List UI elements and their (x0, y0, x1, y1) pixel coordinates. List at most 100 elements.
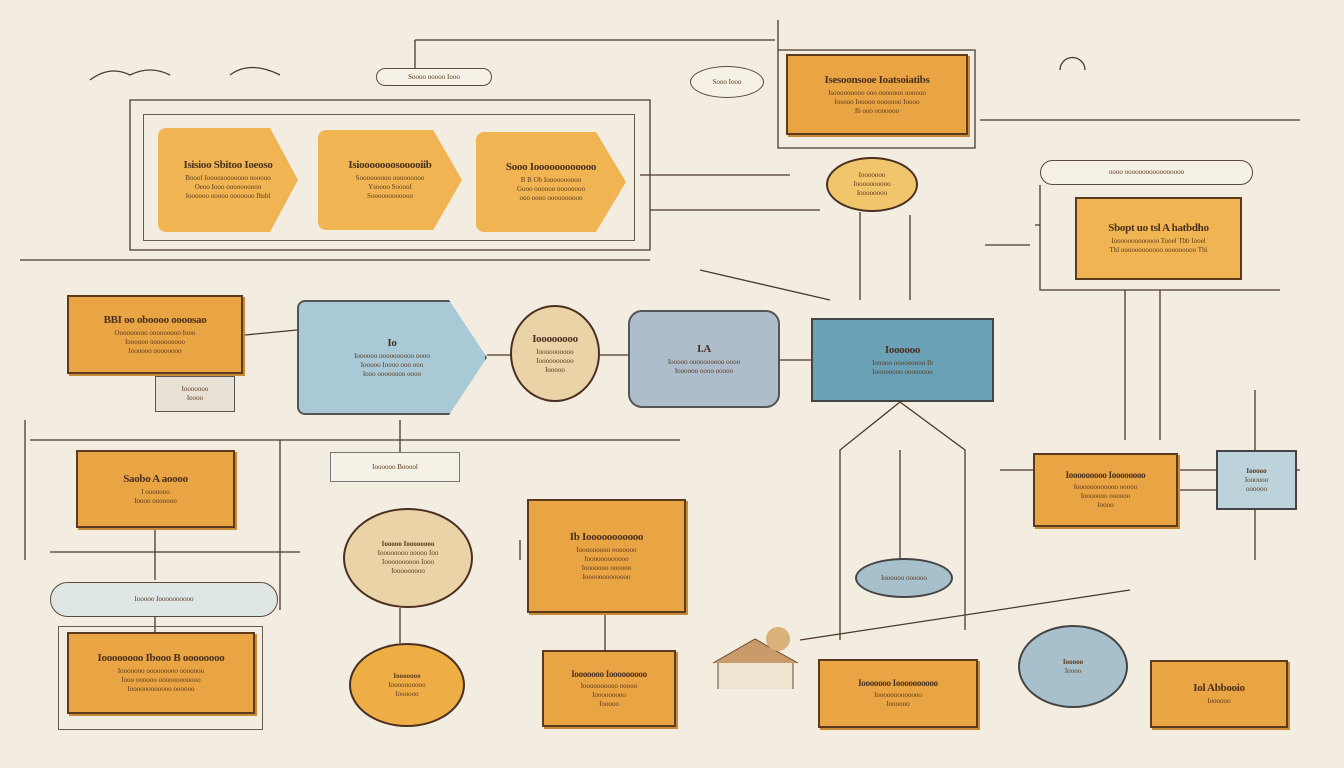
step-line: Gooo oooooo oooooooo (516, 185, 586, 193)
left-pill[interactable]: Iooooo Ioooooooooo (50, 582, 278, 617)
node-line: Ioooo (1064, 666, 1082, 675)
box-line: Ioooooooooooo oooooo (127, 685, 195, 693)
box-line: Iooooooooooooo (582, 572, 631, 581)
node-line: Ioooooo oooo ooooo (674, 366, 734, 375)
bottom-left-frame (58, 626, 263, 730)
box-title: BBI oo oboooo oooosao (103, 313, 207, 326)
box-line: Ioooo (1097, 501, 1114, 509)
node-line: Iooooo Ioooo ooo ooo (360, 360, 424, 369)
gray-node[interactable]: I.A Iooooo oooooooooo oooo Ioooooo oooo … (628, 310, 780, 408)
bottom-left-box[interactable]: Ioooooooo Ibooo B oooooooo Iooooooo oooo… (67, 632, 255, 714)
box-line: Iooooooooo (592, 690, 626, 699)
teal-node[interactable]: Ioooooo Iooooo ooooooooo Ib Ioooooooo oo… (811, 318, 994, 402)
box-line: Iooooooooooooo (874, 691, 922, 699)
top-pill[interactable]: Soooo ooooo Iooo (376, 68, 492, 86)
box-line: Ioooooo (1207, 697, 1231, 705)
oval-title: Iooooooo (858, 171, 886, 179)
node-line: Iooooo (545, 365, 565, 374)
node-title: Iooooo (1062, 657, 1084, 666)
left-small-box[interactable]: Iooooooo Ioooo (155, 376, 235, 412)
bottom-box-2[interactable]: Iooooooo Iooooooooo Ioooooooooo ooooo Io… (542, 650, 676, 727)
box-line: Iooooooo oooooo (1080, 492, 1131, 500)
step-line: Soooooooooooo (367, 192, 413, 200)
box-title: Ib Iooooooooooo (569, 530, 644, 543)
bottom-right-box[interactable]: Iol Abbooio Ioooooo (1150, 660, 1288, 728)
step-line: ooo oooo oooooooooo (519, 194, 583, 202)
node-title: Io (387, 336, 397, 349)
box-line: Ioooooo (1244, 475, 1269, 484)
step-line: Ioooooo ooooo ooooooo Ibsbl (185, 192, 271, 200)
process-group-frame (143, 114, 635, 241)
building-illustration (708, 615, 803, 695)
blue-oval[interactable]: Ioooooo oooooo (855, 558, 953, 598)
node-line: Ioooooooooo (388, 680, 426, 689)
step-line: Sooooooooo ooooooooo (355, 174, 425, 182)
building-icon (712, 627, 799, 689)
oval-line: Ioooooooooo (853, 180, 891, 188)
node-line: Ioooooo oooooooooo oooo (354, 351, 430, 360)
step-title: Isiooooooosooooiib (348, 159, 432, 171)
box-line: I ooooooo (141, 487, 170, 496)
mid-caption: Ioooooo Booool (330, 452, 460, 482)
node-line: Ioooooooooo (536, 347, 574, 356)
top-box-line: Isooooooooo ooo ooooooo oooooo (828, 88, 926, 97)
box-line: Iooooooooo ooooooo (576, 545, 637, 554)
caption-text: Ioooooo Booool (372, 462, 418, 471)
right-mid-box[interactable]: Iooooooooo Ioooooooo Ioooooooooooo ooooo… (1033, 453, 1178, 527)
box-title: Sbopt uo tsl A hatbdho (1108, 222, 1209, 234)
pill-label: oooo ooooooooooooooooo (1108, 168, 1185, 176)
box-line: oooooo (1246, 484, 1267, 493)
right-pill[interactable]: oooo ooooooooooooooooo (1040, 160, 1253, 185)
oval-line: Ioooooooo (856, 189, 888, 197)
pill-label: Iooooo Ioooooooooo (134, 595, 194, 603)
step-line: Booof Ioooosooooooo oooooo (185, 174, 271, 182)
bottom-blue-ellipse[interactable]: Iooooo Ioooo (1018, 625, 1128, 708)
mid-box[interactable]: Ib Iooooooooooo Iooooooooo ooooooo Ioooo… (527, 499, 686, 613)
box-title: Iooooooooo Ioooooooo (1065, 470, 1146, 480)
top-box[interactable]: Isesoonsooe Ioatsoiatibs Isooooooooo ooo… (786, 54, 968, 135)
right-box[interactable]: Sbopt uo tsl A hatbdho Iooooooooooooo To… (1075, 197, 1242, 280)
box-line: Ioooo ooooooo (134, 496, 177, 505)
box-title: Iooooo (1246, 466, 1267, 475)
step-title: Sooo Ioooooooooooo (505, 161, 597, 173)
top-box-title: Isesoonsooe Ioatsoiatibs (824, 73, 930, 86)
blue-process-node[interactable]: Io Ioooooo oooooooooo oooo Iooooo Ioooo … (297, 300, 487, 415)
box-title: Iooooooo (181, 385, 209, 393)
node-title: Ioooooooo (532, 332, 578, 345)
node-title: Iooooooo (393, 671, 421, 680)
node-line: Iooooooooo (391, 567, 425, 575)
mid-left-box[interactable]: Saobo A aoooo I ooooooo Ioooo ooooooo (76, 450, 235, 528)
bottom-box-3[interactable]: Iooooooo Ioooooooooo Iooooooooooooo Iooo… (818, 659, 978, 728)
box-line: Tbl oooooooooooo ooooooooo Tbi (1109, 246, 1208, 254)
node-line: Iooooo oooooooooo oooo (667, 357, 741, 366)
box-line: Ioooooo oooooooooo (124, 337, 186, 346)
top-diamond[interactable]: Sooo Iooo (690, 66, 764, 98)
decision-circle[interactable]: Ioooooooo Ioooooooooo Ioooooooooo Iooooo (510, 305, 600, 402)
node-title: Iooooo Ioooooooo (381, 540, 435, 548)
box-title: Iooooooo Iooooooooo (571, 668, 647, 679)
node-title: I.A (696, 342, 712, 355)
process-step-3[interactable]: Sooo Ioooooooooooo B B Ob Ioooooooooo Go… (476, 132, 626, 232)
node-line: Iooooo ooooooooo Ib (872, 358, 933, 367)
step-title: Isisioo Sbitoo Ioeoso (183, 159, 273, 171)
box-line: Iooooooooooooo Tooel Tbb Iooel (1111, 237, 1206, 245)
node-line: Ioooooooooo (536, 356, 574, 365)
node-title: Ioooooo (884, 343, 921, 356)
box-title: Iooooooo Ioooooooooo (858, 678, 938, 688)
step-line: Ysoooo Soooof (368, 183, 412, 191)
mid-ellipse[interactable]: Iooooo Ioooooooo Ioooooooo ooooo Ioo Ioo… (343, 508, 473, 608)
box-line: Ioooooo (886, 700, 910, 708)
node-line: Ioooooooo ooooo Ioo (377, 549, 439, 557)
box-line: Ioooooo oooooooo (128, 346, 182, 355)
process-step-1[interactable]: Isisioo Sbitoo Ioeoso Booof Ioooosoooooo… (158, 128, 298, 232)
pill-label: Soooo ooooo Iooo (408, 72, 460, 81)
oval-label: Ioooooo oooooo (880, 573, 928, 582)
lightblue-box[interactable]: Iooooo Ioooooo oooooo (1216, 450, 1297, 510)
process-step-2[interactable]: Isiooooooosooooiib Sooooooooo ooooooooo … (318, 130, 462, 230)
gold-oval[interactable]: Iooooooo Ioooooooooo Ioooooooo (826, 157, 918, 212)
box-line: Iooo oooooo oooooooooooo (121, 676, 201, 684)
box-line: Iooooooo oooooo (581, 563, 632, 572)
left-box[interactable]: BBI oo oboooo oooosao Ooooooooo oooooooo… (67, 295, 243, 374)
bottom-ellipse[interactable]: Iooooooo Ioooooooooo Ioooooo (349, 643, 465, 727)
